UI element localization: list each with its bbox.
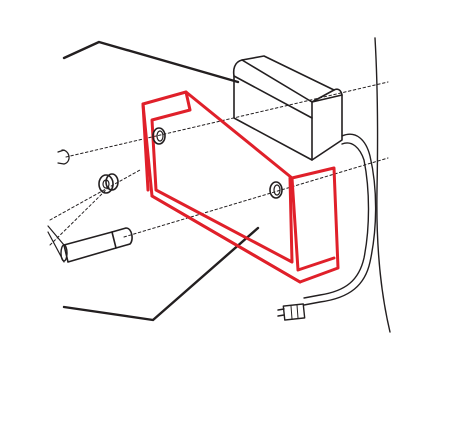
body-panel-edge bbox=[374, 37, 391, 333]
wire-harness-connector bbox=[277, 303, 306, 321]
alignment-line-lower bbox=[123, 157, 389, 238]
small-screw bbox=[57, 149, 70, 165]
bracket-hole-left bbox=[152, 127, 166, 145]
wire-harness bbox=[303, 133, 377, 306]
mounting-stud bbox=[47, 225, 133, 263]
control-module bbox=[232, 55, 343, 161]
mounting-bracket bbox=[141, 90, 340, 284]
bracket-hole-right bbox=[269, 181, 283, 199]
alignment-line-grommet-b bbox=[49, 185, 111, 246]
grommet bbox=[98, 173, 119, 194]
alignment-lines bbox=[49, 81, 389, 246]
leader-line-lower bbox=[62, 226, 260, 322]
alignment-line-grommet-a bbox=[49, 169, 141, 221]
leader-line-upper bbox=[62, 40, 240, 84]
alignment-line-upper bbox=[65, 81, 389, 158]
